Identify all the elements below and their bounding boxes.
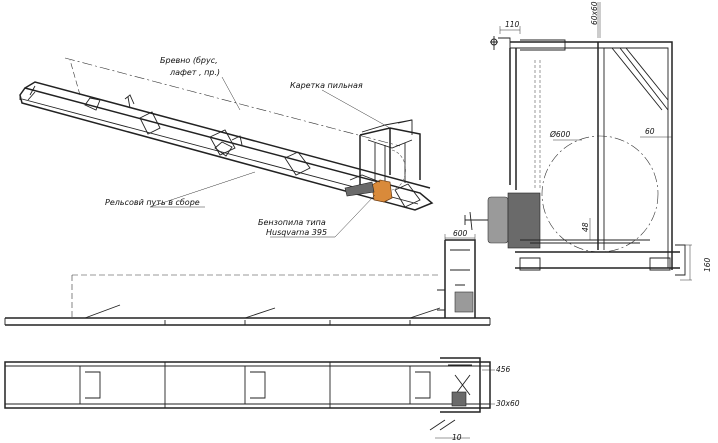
dim-30x60: 30x60 <box>496 399 520 408</box>
label-rail: Рельсовй путь в сборе <box>105 198 200 207</box>
dim-160: 160 <box>703 257 712 272</box>
label-log-line2: лафет , пр.) <box>169 68 220 77</box>
dim-600: 600 <box>453 229 468 238</box>
leaders <box>149 76 391 238</box>
dim-110: 110 <box>505 20 520 29</box>
log-outline <box>541 135 659 253</box>
label-chainsaw-line2: Husqvarna 395 <box>266 228 327 237</box>
dim-48: 48 <box>581 222 590 232</box>
rail-frame <box>19 81 434 211</box>
label-log-line1: Бревно (брус, <box>160 56 218 65</box>
log-centerline <box>64 57 401 147</box>
front-view <box>464 2 692 281</box>
isometric-view: Бревно (брус, лафет , пр.) Каретка пильн… <box>19 56 434 238</box>
side-view <box>4 234 491 326</box>
chainsaw-body <box>371 179 393 203</box>
label-chainsaw-line1: Бензопила типа <box>258 218 326 227</box>
top-view <box>4 357 495 439</box>
carriage <box>344 119 421 203</box>
engine <box>487 196 509 244</box>
dim-600-diameter: Ø600 <box>549 130 570 139</box>
label-carriage: Каретка пильная <box>290 81 363 90</box>
rail-top-outline <box>4 361 491 409</box>
dim-10: 10 <box>452 433 462 442</box>
dim-60x60-top: 60x60 <box>590 1 599 25</box>
log-edge-line <box>69 59 81 96</box>
dim-456: 456 <box>496 365 511 374</box>
dim-60: 60 <box>645 127 655 136</box>
